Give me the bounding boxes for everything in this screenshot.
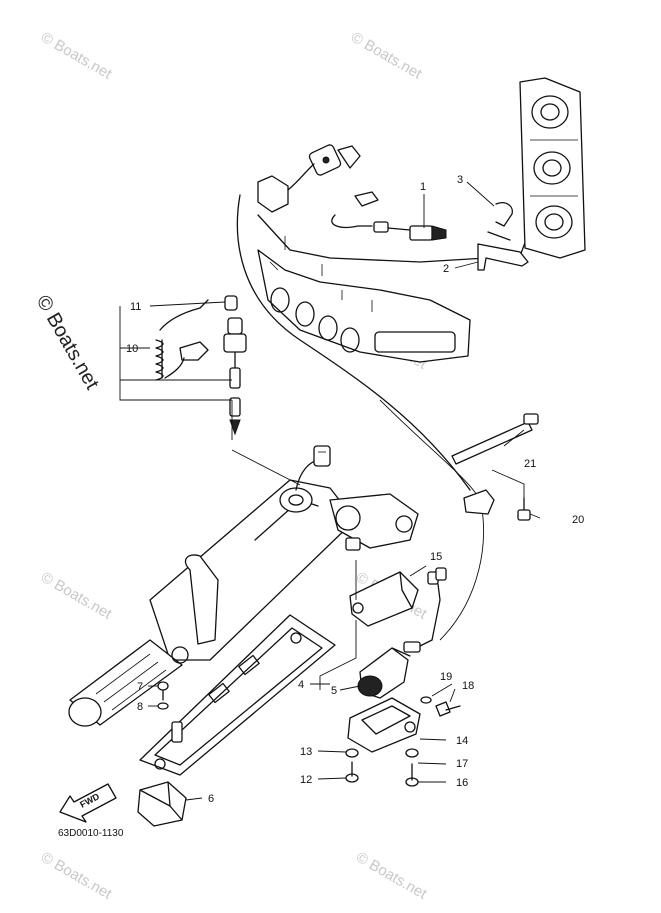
callout-19: 19 — [440, 671, 452, 683]
callout-7: 7 — [137, 681, 143, 693]
watermark-tr: © Boats.net — [348, 29, 425, 83]
part-18-bolt — [435, 701, 451, 717]
bottom-cowling — [236, 194, 527, 491]
part-2-3-bracket — [477, 202, 529, 271]
leader-lines — [119, 181, 541, 801]
callout-3: 3 — [457, 174, 463, 186]
wire-harness-connector — [257, 144, 361, 213]
watermark-bl: © Boats.net — [38, 849, 115, 903]
fasteners — [157, 681, 461, 787]
callout-16: 16 — [456, 777, 468, 789]
callout-20: 20 — [572, 514, 584, 526]
part-15-cover — [349, 567, 447, 627]
watermark-tl: © Boats.net — [38, 29, 115, 83]
fwd-arrow: FWD — [59, 783, 117, 823]
part-17-washer — [405, 748, 419, 758]
part-19-washer — [420, 696, 432, 704]
watermarks: © Boats.net © Boats.net © Boats.net © Bo… — [32, 29, 431, 903]
callout-2: 2 — [443, 263, 449, 275]
callout-1: 1 — [420, 181, 426, 193]
part-8-washer — [157, 702, 169, 710]
callout-21: 21 — [524, 458, 536, 470]
tiller-bracket — [68, 445, 419, 727]
part-14-bracket — [347, 697, 421, 753]
callout-12: 12 — [300, 774, 312, 786]
part-13-washer — [345, 748, 359, 758]
callout-6: 6 — [208, 793, 214, 805]
part-5-switch — [357, 639, 433, 699]
diagram-code: 63D0010-1130 — [58, 828, 124, 839]
callout-17: 17 — [456, 758, 468, 770]
callout-15: 15 — [430, 551, 442, 563]
part-1-sensor — [331, 191, 447, 241]
lower-cover-plate — [139, 614, 336, 776]
callout-13: 13 — [300, 746, 312, 758]
callouts: 1 2 3 4 5 6 7 8 10 11 12 13 14 15 16 17 … — [126, 174, 584, 805]
callout-14: 14 — [456, 735, 468, 747]
watermark-dark: © Boats.net — [32, 292, 104, 394]
part-6-clamp — [137, 781, 187, 827]
cable-routing — [231, 399, 495, 641]
callout-4: 4 — [298, 679, 304, 691]
callout-8: 8 — [137, 701, 143, 713]
part-20-screw — [517, 497, 531, 521]
part-7-bolt — [157, 681, 169, 691]
watermark-ml: © Boats.net — [38, 569, 115, 623]
part-10-11-lanyard — [155, 295, 247, 436]
watermark-br: © Boats.net — [353, 849, 430, 903]
manifold — [519, 77, 586, 259]
callout-10: 10 — [126, 343, 138, 355]
callout-5: 5 — [331, 685, 337, 697]
callout-18: 18 — [462, 680, 474, 692]
callout-11: 11 — [130, 301, 141, 313]
part-21-cable-tie — [451, 413, 539, 465]
